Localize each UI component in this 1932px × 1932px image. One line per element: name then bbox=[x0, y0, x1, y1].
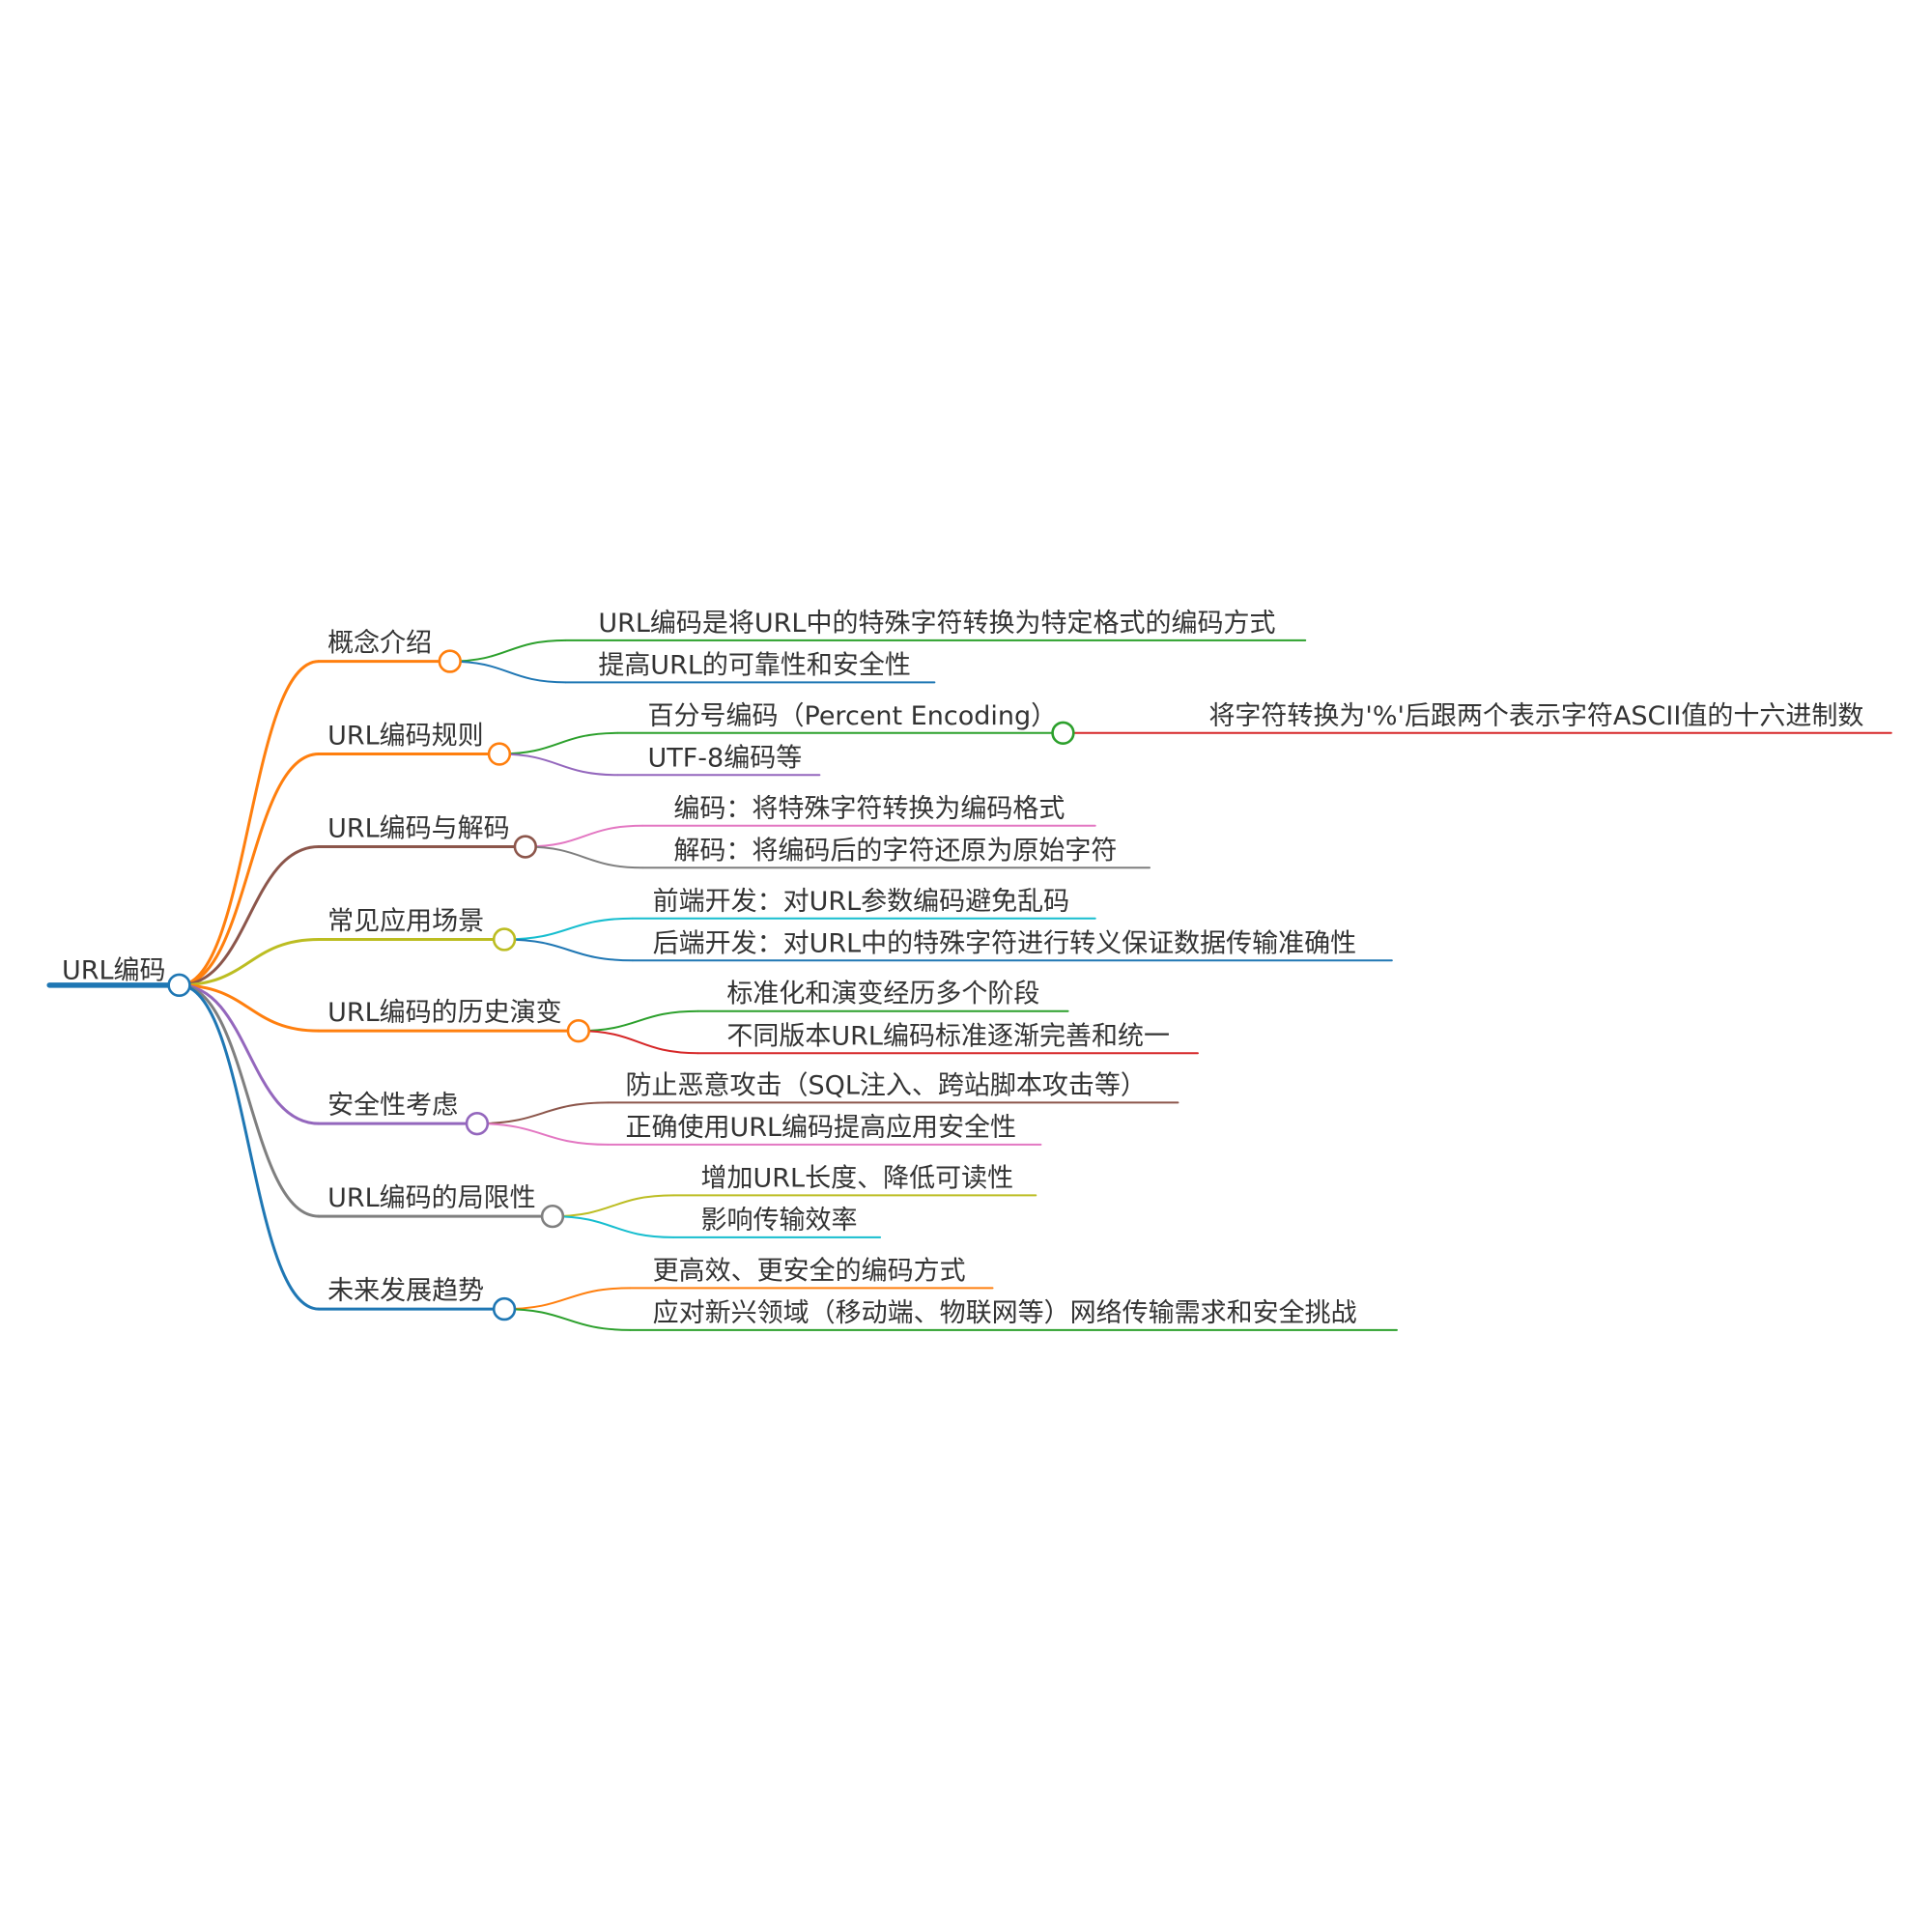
leaf-label-rules-1: UTF-8编码等 bbox=[648, 743, 803, 773]
toggle-concept[interactable] bbox=[438, 649, 462, 673]
branch-label-future: 未来发展趋势 bbox=[327, 1276, 484, 1306]
leaf-label-scenarios-0: 前端开发：对URL参数编码避免乱码 bbox=[653, 887, 1070, 917]
toggle-future[interactable] bbox=[492, 1296, 517, 1321]
toggle-rules[interactable] bbox=[487, 742, 512, 766]
edge-root-encode-decode bbox=[179, 845, 320, 987]
branch-label-limitations: URL编码的局限性 bbox=[327, 1183, 536, 1213]
edge-scenarios-child-0 bbox=[504, 917, 634, 941]
leaf-label-future-1: 应对新兴领域（移动端、物联网等）网络传输需求和安全挑战 bbox=[653, 1298, 1357, 1328]
edge-future-child-1 bbox=[504, 1308, 631, 1331]
edge-concept-child-0 bbox=[449, 639, 567, 663]
edge-root-concept bbox=[179, 660, 320, 987]
leaf-label-concept-1: 提高URL的可靠性和安全性 bbox=[598, 650, 911, 680]
branch-label-concept: 概念介绍 bbox=[327, 628, 432, 658]
edge-history-child-1 bbox=[578, 1030, 698, 1055]
branch-label-rules: URL编码规则 bbox=[327, 721, 484, 751]
edge-security-child-1 bbox=[476, 1122, 609, 1146]
edge-limitations-child-0 bbox=[552, 1194, 674, 1218]
branch-label-history: URL编码的历史演变 bbox=[327, 998, 562, 1028]
leaf-label-history-0: 标准化和演变经历多个阶段 bbox=[726, 980, 1039, 1009]
edge-root-rules bbox=[179, 753, 320, 987]
leaf-label-scenarios-1: 后端开发：对URL中的特殊字符进行转义保证数据传输准确性 bbox=[653, 928, 1357, 958]
toggle-rules-child-0[interactable] bbox=[1051, 721, 1075, 745]
leaf-label-history-1: 不同版本URL编码标准逐渐完善和统一 bbox=[726, 1021, 1170, 1051]
toggle-scenarios[interactable] bbox=[492, 927, 517, 952]
edges-layer bbox=[179, 639, 698, 1331]
edge-rules-child-1 bbox=[498, 753, 618, 777]
edge-root-scenarios bbox=[179, 937, 320, 987]
leaf-label-encode-decode-0: 编码：将特殊字符转换为编码格式 bbox=[673, 794, 1065, 824]
root-topic-label: URL编码 bbox=[62, 955, 166, 985]
branch-label-encode-decode: URL编码与解码 bbox=[327, 813, 510, 843]
underlines-layer bbox=[46, 639, 1892, 1331]
leaf-label-future-0: 更高效、更安全的编码方式 bbox=[653, 1256, 966, 1286]
edge-encode-decode-child-1 bbox=[525, 845, 643, 869]
edge-root-limitations bbox=[179, 983, 320, 1218]
edge-concept-child-1 bbox=[449, 660, 567, 684]
root-toggle[interactable] bbox=[167, 973, 191, 998]
toggle-encode-decode[interactable] bbox=[513, 835, 538, 859]
leaf-label-rules-0: 百分号编码（Percent Encoding） bbox=[648, 701, 1058, 731]
toggle-security[interactable] bbox=[465, 1111, 490, 1136]
toggle-limitations[interactable] bbox=[540, 1204, 565, 1229]
leaf-label-rules-0-0: 将字符转换为'%'后跟两个表示字符ASCII值的十六进制数 bbox=[1208, 701, 1863, 731]
expand-toggles-layer bbox=[167, 649, 1075, 1321]
leaf-label-security-0: 防止恶意攻击（SQL注入、跨站脚本攻击等） bbox=[625, 1070, 1146, 1100]
edge-root-history bbox=[179, 983, 320, 1033]
edge-security-child-0 bbox=[476, 1101, 609, 1125]
edge-encode-decode-child-0 bbox=[525, 824, 643, 848]
leaf-label-limitations-0: 增加URL长度、降低可读性 bbox=[701, 1163, 1014, 1193]
branch-label-security: 安全性考虑 bbox=[327, 1091, 458, 1121]
leaf-label-concept-0: URL编码是将URL中的特殊字符转换为特定格式的编码方式 bbox=[598, 609, 1275, 639]
edge-limitations-child-1 bbox=[552, 1215, 674, 1238]
edge-rules-child-0 bbox=[498, 731, 618, 755]
edge-scenarios-child-1 bbox=[504, 938, 634, 962]
edge-future-child-0 bbox=[504, 1287, 631, 1311]
labels-layer: URL编码 概念介绍 URL编码是将URL中的特殊字符转换为特定格式的编码方式提高… bbox=[62, 609, 1863, 1328]
toggle-history[interactable] bbox=[566, 1019, 591, 1043]
leaf-label-encode-decode-1: 解码：将编码后的字符还原为原始字符 bbox=[673, 836, 1117, 866]
leaf-label-limitations-1: 影响传输效率 bbox=[701, 1206, 858, 1236]
edge-history-child-0 bbox=[578, 1009, 698, 1033]
leaf-label-security-1: 正确使用URL编码提高应用安全性 bbox=[625, 1113, 1016, 1143]
branch-label-scenarios: 常见应用场景 bbox=[327, 906, 484, 936]
edge-root-future bbox=[179, 983, 320, 1311]
edge-root-security bbox=[179, 983, 320, 1125]
